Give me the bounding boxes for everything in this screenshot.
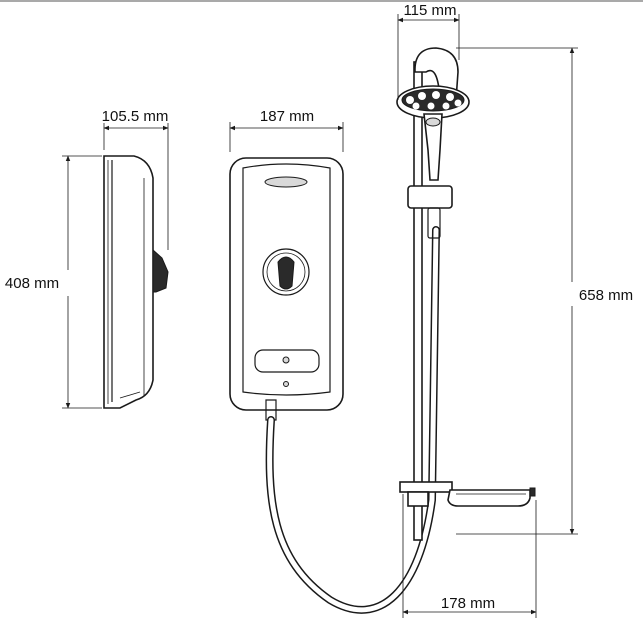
shower-unit-front bbox=[229, 157, 344, 421]
shower-handle bbox=[423, 113, 443, 181]
shower-head bbox=[396, 85, 470, 181]
brand-badge bbox=[264, 176, 308, 188]
side-view bbox=[103, 155, 169, 409]
dial-knob bbox=[277, 256, 295, 290]
soap-tray bbox=[399, 481, 536, 507]
side-depth-label: 105.5 mm bbox=[102, 108, 169, 125]
tray-width-label: 178 mm bbox=[441, 595, 495, 612]
head-width-label: 115 mm bbox=[403, 2, 456, 19]
rail-height-label: 658 mm bbox=[579, 287, 633, 304]
control-knob-side bbox=[152, 248, 169, 293]
front-width-label: 187 mm bbox=[260, 108, 314, 125]
shower-hose bbox=[265, 226, 440, 614]
head-holder-slider bbox=[407, 185, 453, 239]
side-height-label: 408 mm bbox=[5, 275, 59, 292]
temperature-dial bbox=[262, 248, 310, 296]
indicator-light bbox=[282, 356, 290, 364]
